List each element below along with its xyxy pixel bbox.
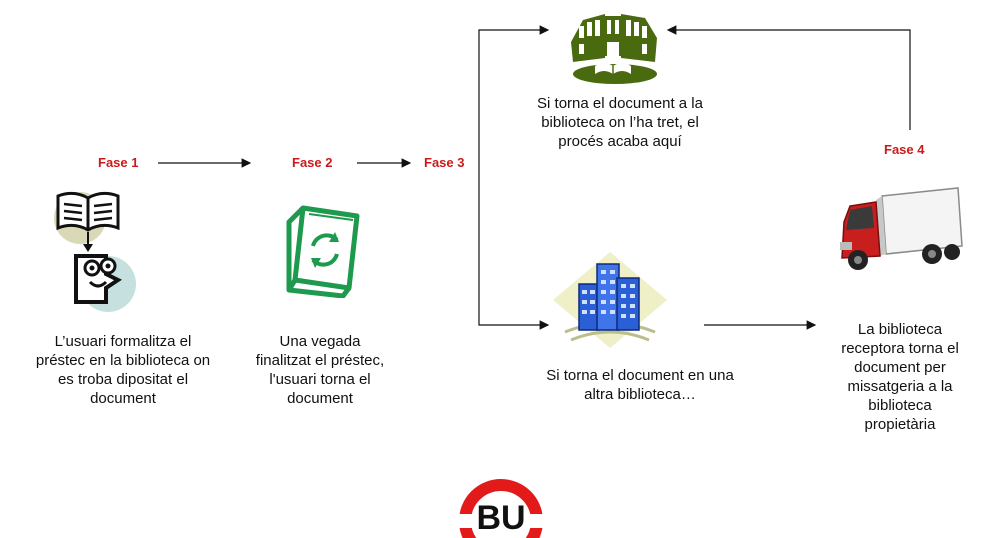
bu-logo-ring-icon — [458, 479, 544, 538]
delivery-truck-icon — [840, 187, 963, 270]
phase-2-label: Fase 2 — [292, 155, 333, 170]
office-buildings-icon — [553, 252, 667, 348]
returned-book-icon — [286, 205, 360, 298]
phase-1-label: Fase 1 — [98, 155, 139, 170]
branch-to-other-library — [478, 163, 550, 330]
reader-with-book-icon — [54, 191, 136, 312]
bu-logo-text: BU — [476, 499, 526, 537]
phase-2-caption: Una vegada finalitzat el préstec, l'usua… — [255, 333, 385, 407]
phase-4-caption: La biblioteca receptora torna el documen… — [841, 321, 959, 433]
library-building-icon — [571, 14, 657, 84]
phase-4-label: Fase 4 — [884, 142, 925, 157]
arrow-phase4-to-same-library — [666, 25, 911, 130]
branch-to-same-library — [478, 25, 550, 163]
same-library-caption: Si torna el document a la biblioteca on … — [537, 95, 703, 150]
bu-logo: BU — [458, 478, 544, 538]
phase-1-caption: L’usuari formalitza el préstec en la bib… — [35, 333, 211, 407]
other-library-caption: Si torna el document en una altra biblio… — [546, 367, 734, 403]
phase-3-label: Fase 3 — [424, 155, 465, 170]
